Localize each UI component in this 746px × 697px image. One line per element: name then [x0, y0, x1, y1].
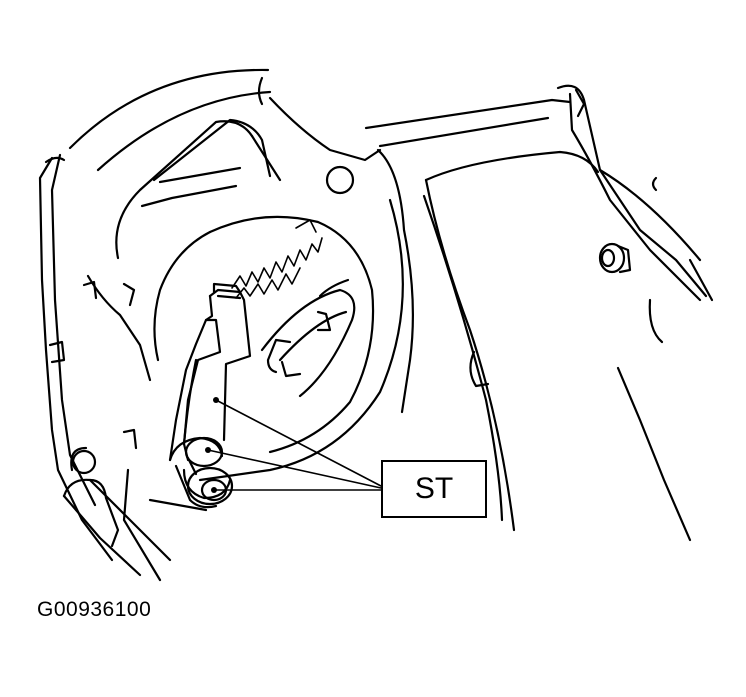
figure-id: G00936100	[37, 598, 152, 621]
callout-label: ST	[414, 472, 454, 505]
converter-lobes	[260, 278, 356, 398]
housing-right	[364, 84, 714, 542]
bolt-boss	[70, 446, 97, 475]
ring-gear-teeth	[231, 219, 323, 299]
leader-line-sensor	[207, 449, 382, 489]
speed-sensor	[168, 436, 234, 509]
inspection-opening	[153, 198, 404, 482]
pipe	[62, 468, 208, 582]
callout-st: ST	[381, 460, 487, 518]
leader-lines	[205, 397, 382, 493]
leader-line-bracket	[215, 399, 382, 487]
bolt-right	[598, 242, 632, 274]
sensor-bracket	[168, 282, 252, 462]
casting-outline	[68, 68, 382, 382]
mount-hole	[325, 165, 355, 195]
